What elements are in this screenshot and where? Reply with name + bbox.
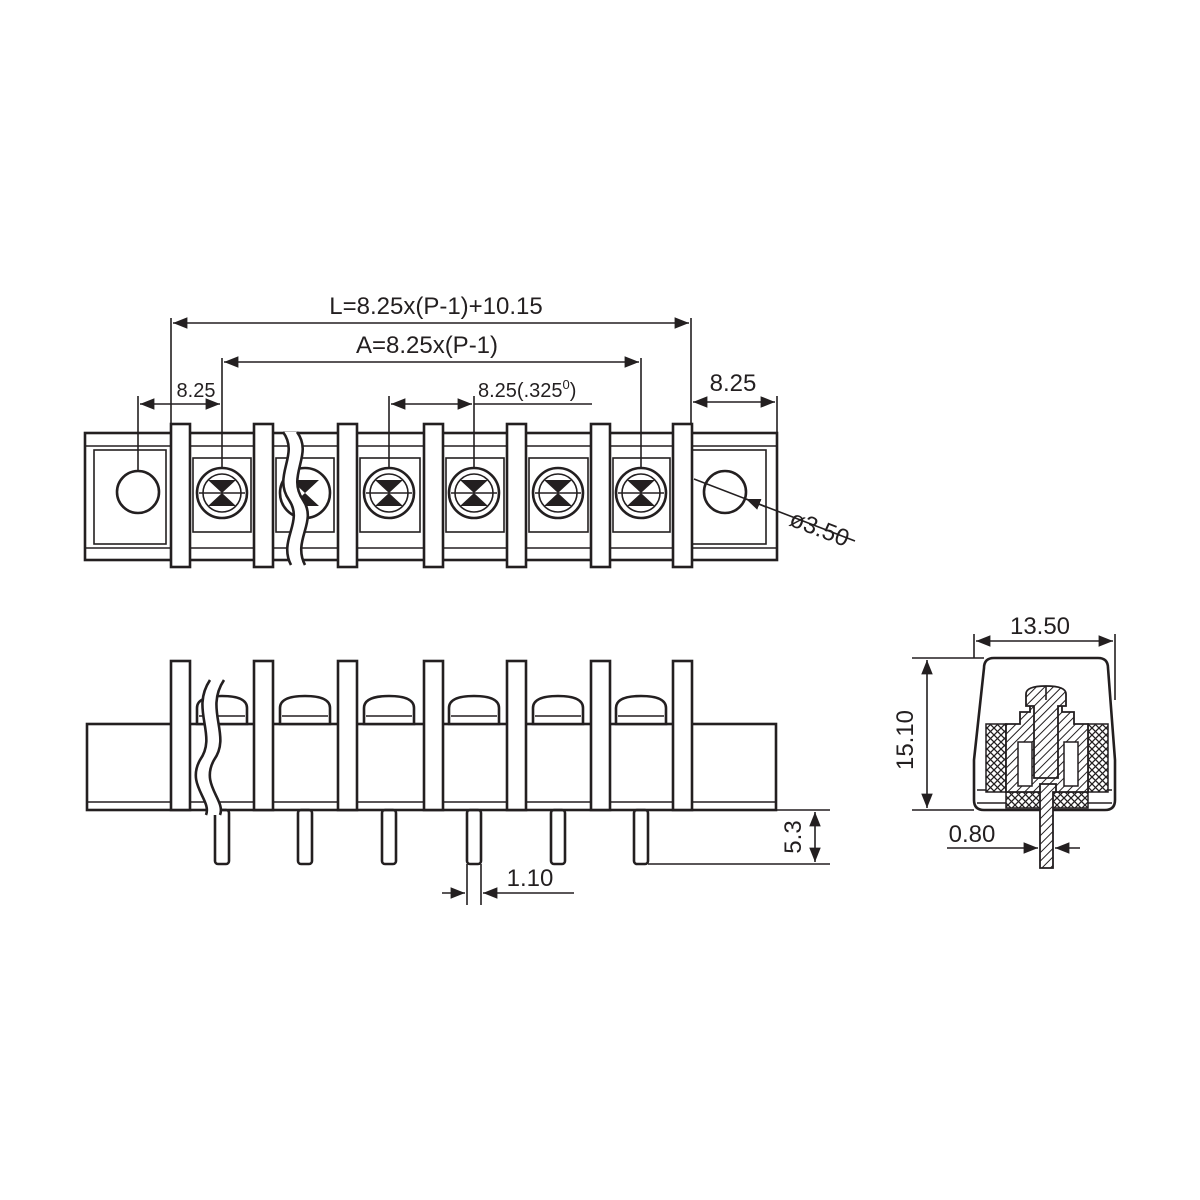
right-mount-recess (691, 449, 767, 545)
pin-thickness-label: 0.80 (949, 821, 996, 848)
screw-5 (528, 457, 589, 533)
side-section-view (972, 656, 1117, 869)
screw-6 (612, 457, 671, 533)
left-mount-hole (115, 469, 161, 515)
width-label: 13.50 (1010, 613, 1070, 640)
top-screws (192, 457, 671, 533)
pitch-label: 8.25(.3250) (478, 377, 576, 402)
screw-3 (359, 457, 421, 533)
front-pins (213, 808, 650, 866)
total-length-label: L=8.25x(P-1)+10.15 (329, 293, 542, 320)
side-screw (1025, 685, 1067, 779)
top-dimensions: L=8.25x(P-1)+10.15 A=8.25x(P-1) 8.25 8.2… (137, 293, 856, 553)
front-barriers (169, 659, 694, 812)
side-dimensions: 13.50 15.10 0.80 (892, 613, 1116, 854)
top-view (83, 422, 779, 569)
pin-width-label: 1.10 (507, 865, 554, 892)
front-view (85, 659, 778, 866)
side-body-outline (972, 656, 1117, 812)
end-offset-left-label: 8.25 (177, 380, 216, 402)
screw-4 (445, 457, 505, 533)
right-mount-hole (702, 469, 748, 515)
hole-diameter-label: ø3.50 (786, 505, 853, 552)
left-mount-recess (93, 449, 167, 545)
span-a-label: A=8.25x(P-1) (356, 332, 498, 359)
front-dimensions: 5.3 1.10 (442, 809, 830, 905)
front-break-lines (194, 679, 226, 816)
front-screw-heads (195, 694, 668, 726)
top-barriers (169, 422, 694, 569)
hole-diameter-leader (693, 478, 856, 542)
pin-length-label: 5.3 (780, 820, 807, 853)
side-pin (1039, 783, 1057, 869)
end-offset-right-label: 8.25 (710, 370, 757, 397)
top-break-lines (281, 431, 310, 566)
height-label: 15.10 (892, 710, 919, 770)
screw-1 (192, 457, 252, 533)
